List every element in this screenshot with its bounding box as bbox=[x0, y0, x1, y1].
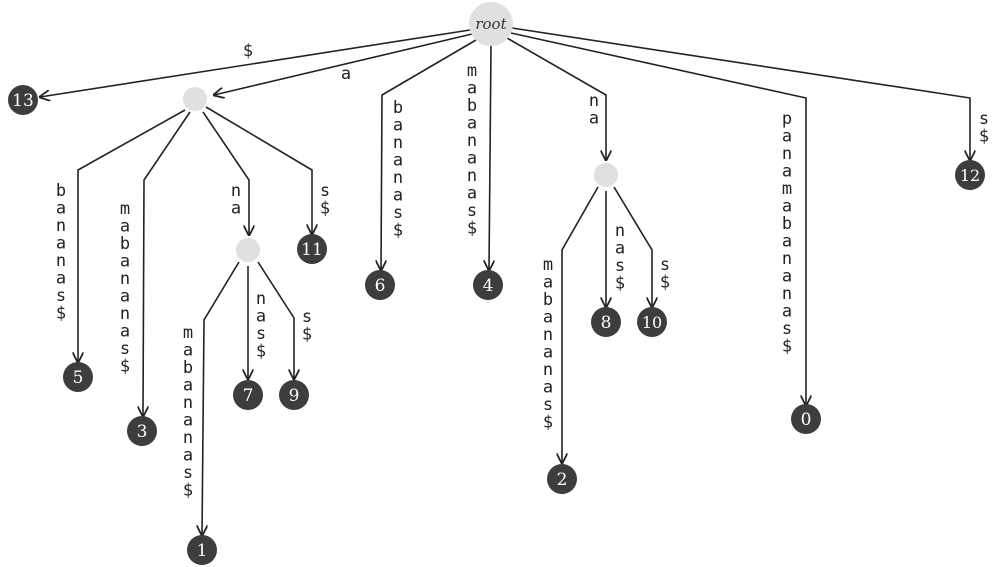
leaf-node-2: 2 bbox=[547, 464, 577, 494]
leaf-node-0: 0 bbox=[791, 404, 821, 434]
edge-root-a bbox=[214, 33, 473, 95]
leaf-label-5: 5 bbox=[73, 368, 84, 388]
leaf-label-6: 6 bbox=[375, 276, 386, 296]
edge-root-13 bbox=[40, 29, 471, 97]
leaf-label-0: 0 bbox=[801, 410, 812, 430]
leaf-node-10: 10 bbox=[637, 307, 667, 337]
leaf-label-9: 9 bbox=[289, 386, 300, 406]
leaf-label-2: 2 bbox=[557, 470, 568, 490]
edge-a-11 bbox=[205, 106, 312, 234]
root-node-label: root bbox=[475, 15, 507, 33]
edge-label-a-11: s$ bbox=[320, 181, 330, 219]
leaf-label-10: 10 bbox=[642, 313, 662, 332]
edge-root-6 bbox=[381, 39, 477, 270]
edge-label-root-13: $ bbox=[243, 41, 253, 61]
edge-label-root-a: a bbox=[341, 64, 351, 84]
leaf-node-7: 7 bbox=[233, 380, 263, 410]
edge-ana-9 bbox=[257, 261, 294, 379]
leaf-node-6: 6 bbox=[365, 270, 395, 300]
leaf-node-8: 8 bbox=[591, 307, 621, 337]
leaf-node-13: 13 bbox=[8, 85, 38, 115]
edge-a-5 bbox=[78, 109, 186, 362]
internal-node-a bbox=[183, 87, 207, 111]
edge-root-12 bbox=[511, 27, 970, 160]
leaf-node-9: 9 bbox=[279, 380, 309, 410]
leaf-label-13: 13 bbox=[12, 91, 34, 111]
leaf-node-1: 1 bbox=[187, 535, 217, 565]
edge-root-4 bbox=[489, 45, 491, 270]
edge-label-na-10: s$ bbox=[660, 255, 670, 293]
edge-a-3 bbox=[143, 111, 191, 416]
leaf-node-3: 3 bbox=[127, 416, 157, 446]
leaf-label-8: 8 bbox=[601, 313, 612, 333]
leaf-node-5: 5 bbox=[63, 362, 93, 392]
leaf-label-4: 4 bbox=[483, 276, 494, 296]
leaf-node-11: 11 bbox=[297, 234, 327, 264]
leaf-node-12: 12 bbox=[955, 160, 985, 190]
leaf-label-11: 11 bbox=[301, 240, 323, 260]
leaf-node-4: 4 bbox=[473, 270, 503, 300]
edge-a-na bbox=[202, 111, 249, 235]
edge-na-10 bbox=[613, 186, 652, 307]
edge-ana-1 bbox=[202, 261, 240, 535]
edge-root-na bbox=[506, 37, 606, 160]
internal-node-na bbox=[594, 163, 618, 187]
root-node bbox=[469, 2, 513, 46]
leaf-label-12: 12 bbox=[960, 166, 980, 185]
edge-na-2 bbox=[562, 186, 599, 463]
internal-node-ana bbox=[236, 238, 260, 262]
leaf-label-1: 1 bbox=[197, 541, 208, 561]
leaf-label-3: 3 bbox=[137, 422, 148, 442]
edge-label-ana-9: s$ bbox=[302, 307, 312, 345]
edge-root-0 bbox=[510, 32, 806, 405]
leaf-label-7: 7 bbox=[243, 386, 254, 406]
edge-label-root-12: s$ bbox=[979, 109, 989, 147]
